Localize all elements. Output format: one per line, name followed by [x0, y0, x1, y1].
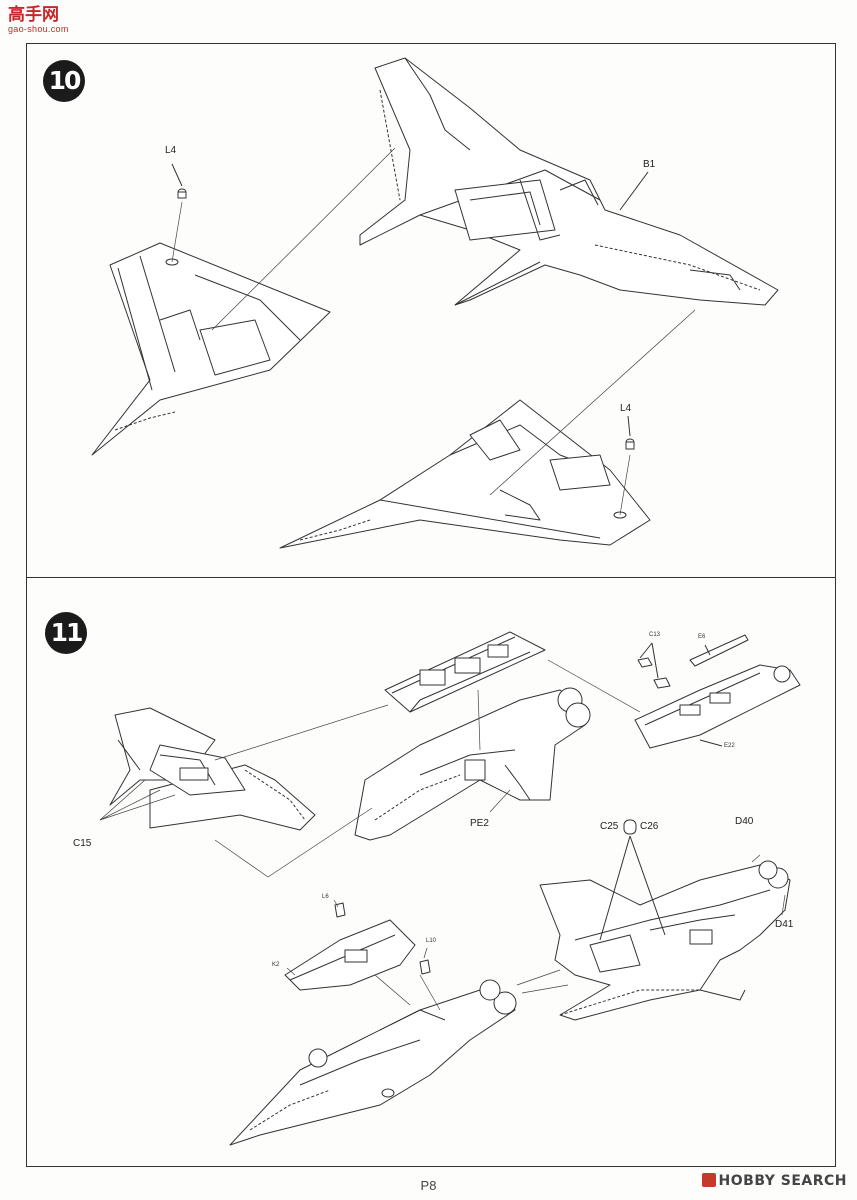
wing-right-part: [279, 399, 651, 549]
label-d40: D40: [735, 816, 754, 827]
label-l6: L6: [322, 894, 329, 900]
part-e6: [689, 634, 749, 667]
brand-name: HOBBY SEARCH: [718, 1173, 847, 1189]
label-d41: D41: [775, 919, 794, 930]
leader-e22: [699, 739, 723, 747]
label-pe2: PE2: [470, 818, 489, 829]
brand-logo-icon: [701, 1173, 716, 1187]
main-wing-b1: [359, 57, 779, 306]
label-c26: C26: [640, 821, 659, 832]
label-e22: E22: [724, 743, 735, 749]
label-c13: C13: [649, 632, 661, 638]
label-b1: B1: [643, 159, 656, 170]
page-frame: [26, 43, 836, 1167]
label-l4-right: L4: [620, 403, 632, 414]
aft-panel-part: [634, 664, 801, 749]
label-c15: C15: [73, 838, 92, 849]
watermark-title: 高手网: [8, 5, 59, 25]
cockpit-bay-part: [384, 631, 546, 713]
step-10-badge: 10: [43, 60, 85, 102]
fuselage-half: [354, 687, 591, 841]
label-e6: E6: [698, 634, 706, 640]
label-l10: L10: [426, 938, 437, 944]
section-divider: [26, 577, 836, 578]
leader-b1: [619, 171, 649, 211]
label-l4-left: L4: [165, 145, 177, 156]
nose-fuselage: [229, 979, 517, 1146]
watermark: 高手网 gao-shou.com: [8, 6, 69, 34]
part-l4-left: [171, 163, 187, 199]
part-l4-right: [625, 415, 635, 450]
guide-lines-11: [99, 659, 786, 1011]
wing-left-part: [91, 242, 331, 456]
wing-assembly-left: [109, 707, 316, 831]
brand-mark: HOBBY SEARCH: [701, 1173, 847, 1189]
part-c13: [637, 642, 671, 689]
step-11-badge: 11: [45, 612, 87, 654]
part-c25-c26: [599, 819, 666, 941]
label-k2: K2: [272, 962, 280, 968]
cockpit-panel-part: [284, 902, 431, 991]
guide-lines-10: [171, 147, 696, 516]
watermark-url: gao-shou.com: [8, 24, 69, 34]
airframe-assembly: [539, 860, 791, 1021]
label-c25: C25: [600, 821, 619, 832]
page-number: P8: [420, 1178, 437, 1193]
